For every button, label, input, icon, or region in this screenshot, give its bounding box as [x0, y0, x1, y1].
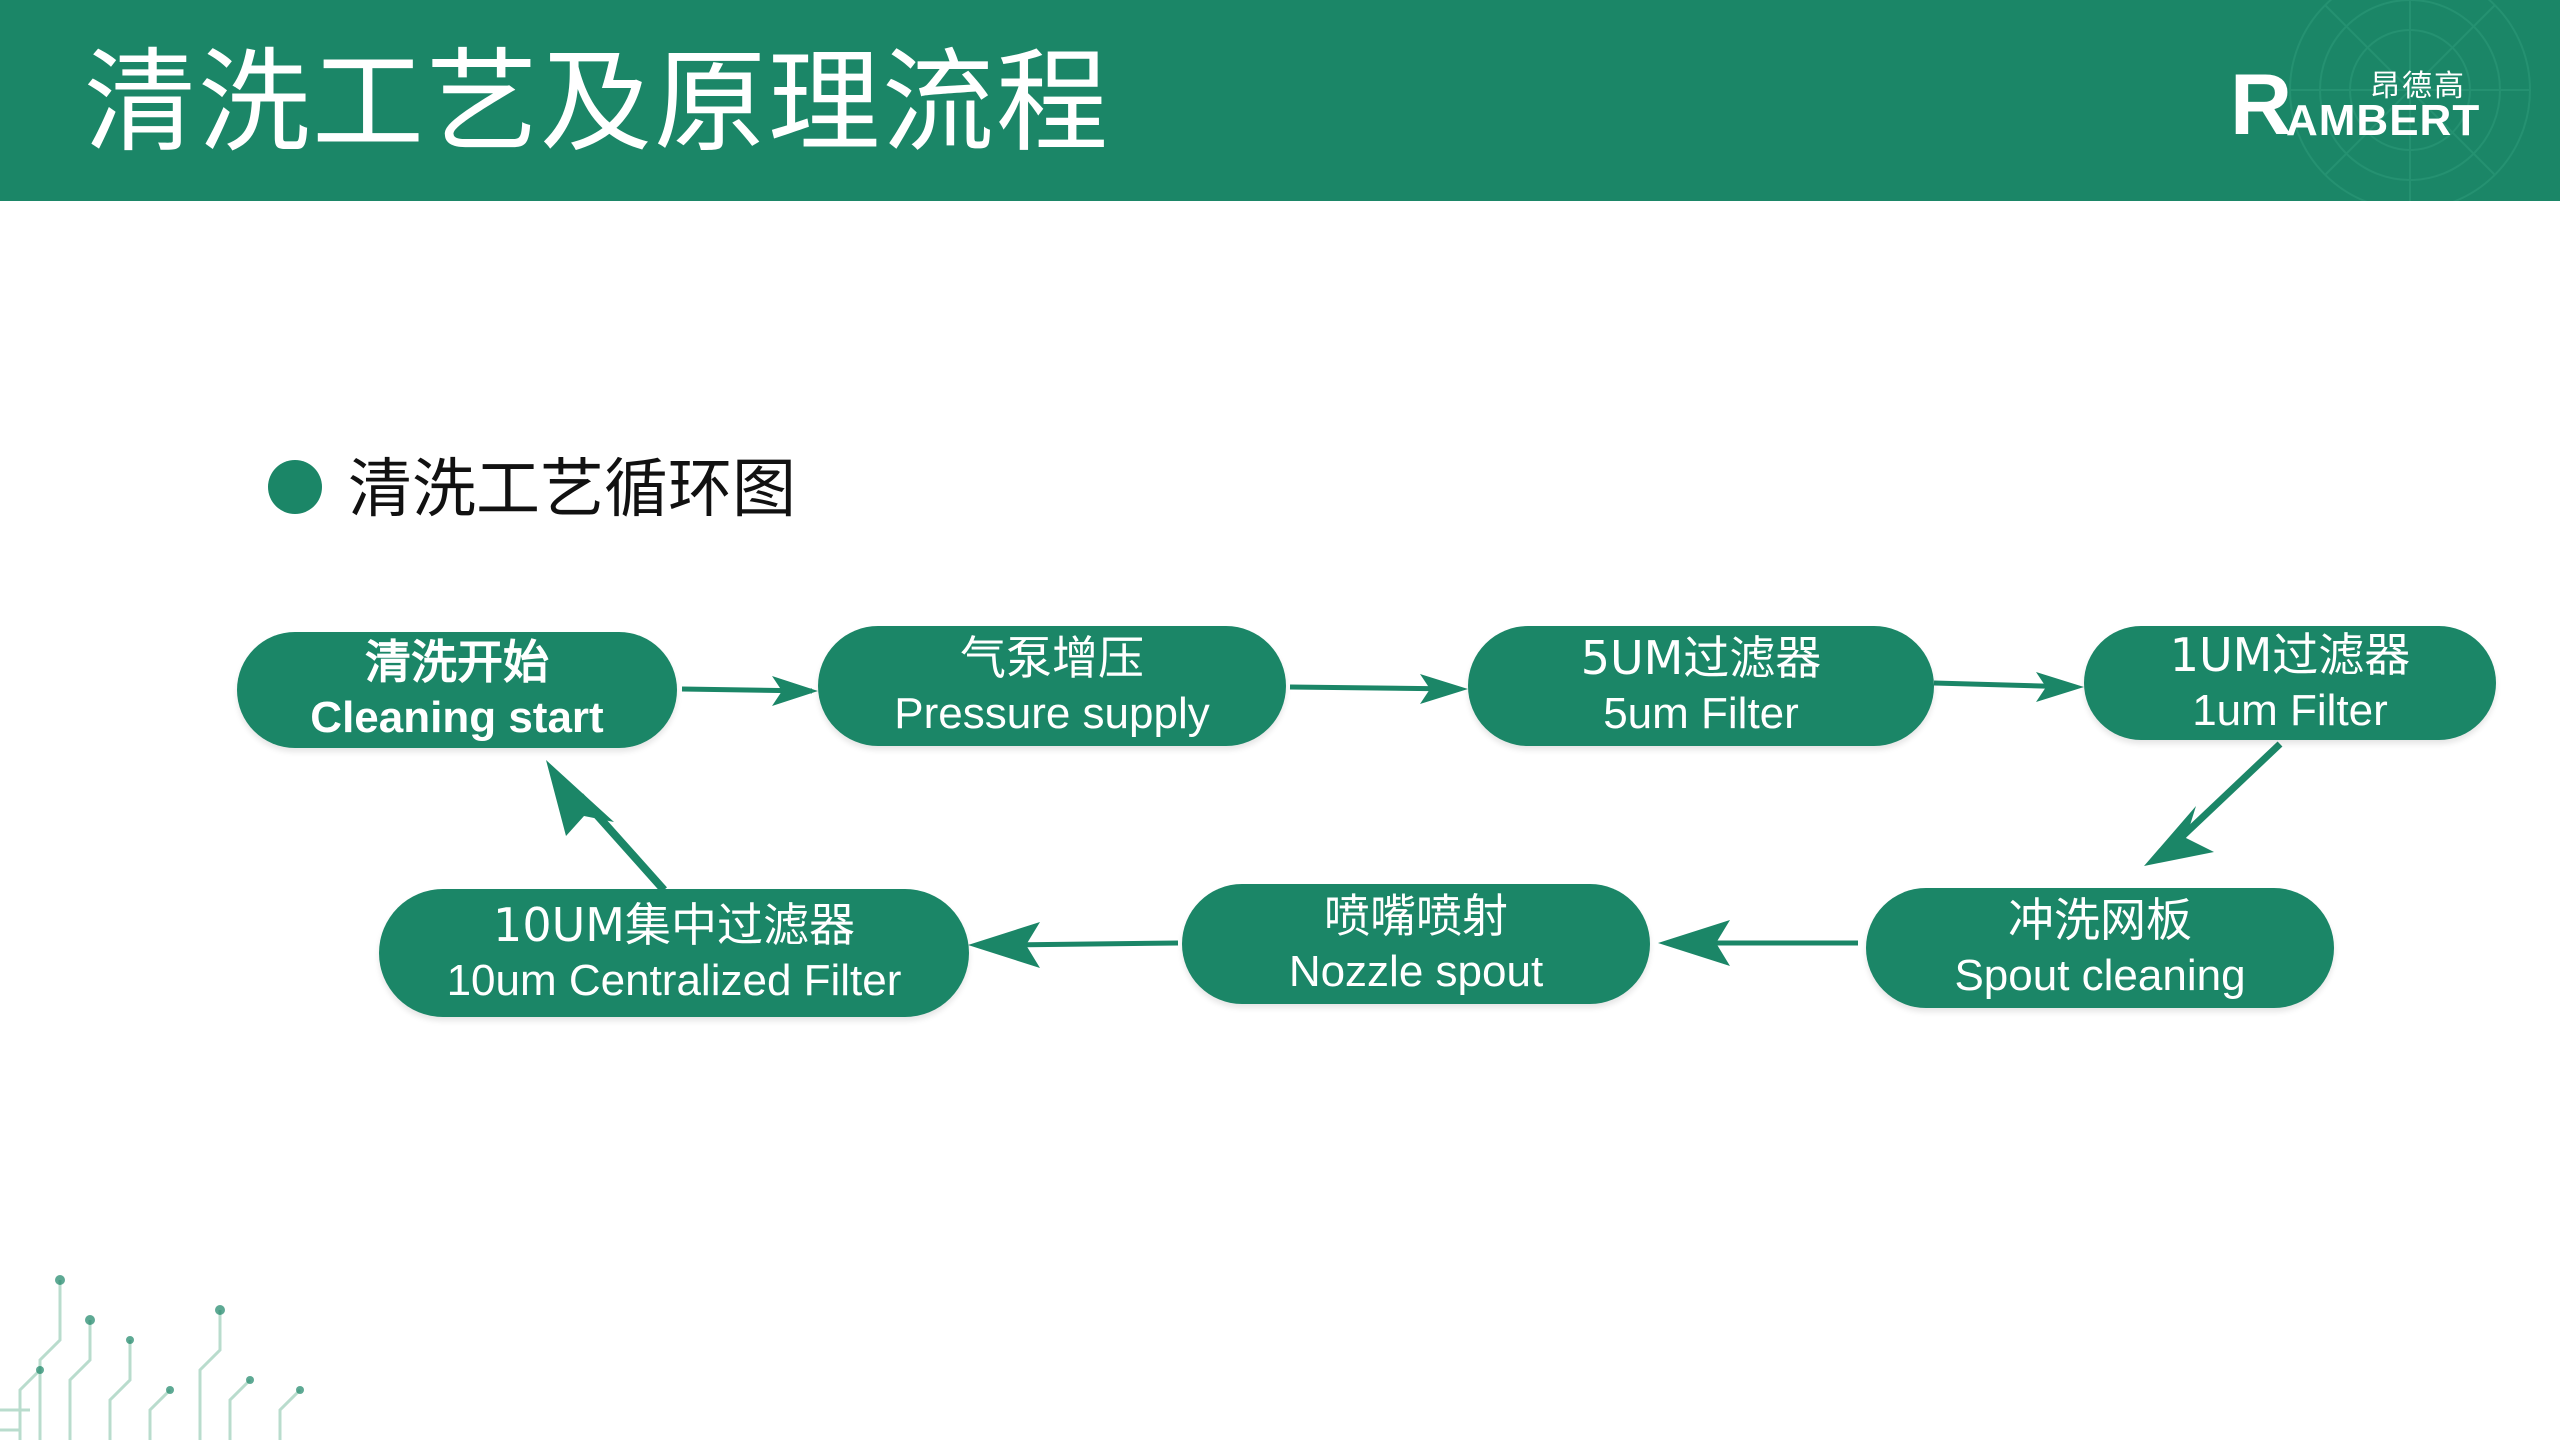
node-label-en: 1um Filter — [2192, 686, 2388, 735]
section-bullet — [268, 460, 322, 514]
section-title: 清洗工艺循环图 — [348, 453, 796, 527]
page-title: 清洗工艺及原理流程 — [84, 38, 1110, 168]
node-1um-filter: 1UM过滤器 1um Filter — [2084, 626, 2496, 740]
node-label-cn: 清洗开始 — [365, 635, 549, 689]
arrow-filter5-to-filter1-head — [2036, 672, 2084, 702]
node-label-en: Pressure supply — [894, 689, 1210, 738]
logo-wordmark: AMBERT — [2286, 96, 2481, 145]
node-label-cn: 喷嘴喷射 — [1324, 889, 1508, 943]
node-spout-cleaning: 冲洗网板 Spout cleaning — [1866, 888, 2334, 1008]
node-label-cn: 冲洗网板 — [2008, 893, 2192, 947]
arrow-spout-to-nozzle-head — [1658, 920, 1730, 966]
logo-chinese-name: 昂德高 — [2370, 69, 2466, 104]
node-label-en: Nozzle spout — [1288, 947, 1544, 996]
node-cleaning-start: 清洗开始 Cleaning start — [237, 632, 677, 748]
node-label-en: 10um Centralized Filter — [446, 956, 902, 1005]
arrow-filter10-to-start-head — [546, 760, 614, 836]
circuit-decoration — [0, 1275, 304, 1440]
arrow-nozzle-to-filter10 — [1003, 940, 1179, 948]
node-label-en: Cleaning start — [310, 693, 604, 742]
node-label-cn: 5UM过滤器 — [1580, 631, 1822, 685]
node-label-en: Spout cleaning — [1954, 951, 2246, 1000]
node-label-cn: 1UM过滤器 — [2169, 628, 2411, 682]
node-label-cn: 气泵增压 — [960, 631, 1144, 685]
node-label-cn: 10UM集中过滤器 — [493, 898, 855, 952]
arrow-start-to-pump-head — [772, 676, 818, 706]
node-5um-filter: 5UM过滤器 5um Filter — [1468, 626, 1934, 746]
node-nozzle-spout: 喷嘴喷射 Nozzle spout — [1182, 884, 1650, 1004]
header-bar: 清洗工艺及原理流程 R 昂德高 AMBERT — [0, 0, 2560, 201]
node-pressure-supply: 气泵增压 Pressure supply — [818, 626, 1286, 746]
header-decoration — [2289, 0, 2531, 201]
arrow-pump-to-filter5-head — [1420, 674, 1468, 704]
logo-initial: R — [2230, 57, 2293, 153]
node-label-en: 5um Filter — [1603, 689, 1799, 738]
node-10um-centralized-filter: 10UM集中过滤器 10um Centralized Filter — [379, 889, 969, 1017]
company-logo: R 昂德高 AMBERT — [2228, 60, 2498, 150]
arrow-filter1-to-spout-head — [2144, 806, 2214, 866]
arrow-nozzle-to-filter10-head — [968, 922, 1040, 968]
